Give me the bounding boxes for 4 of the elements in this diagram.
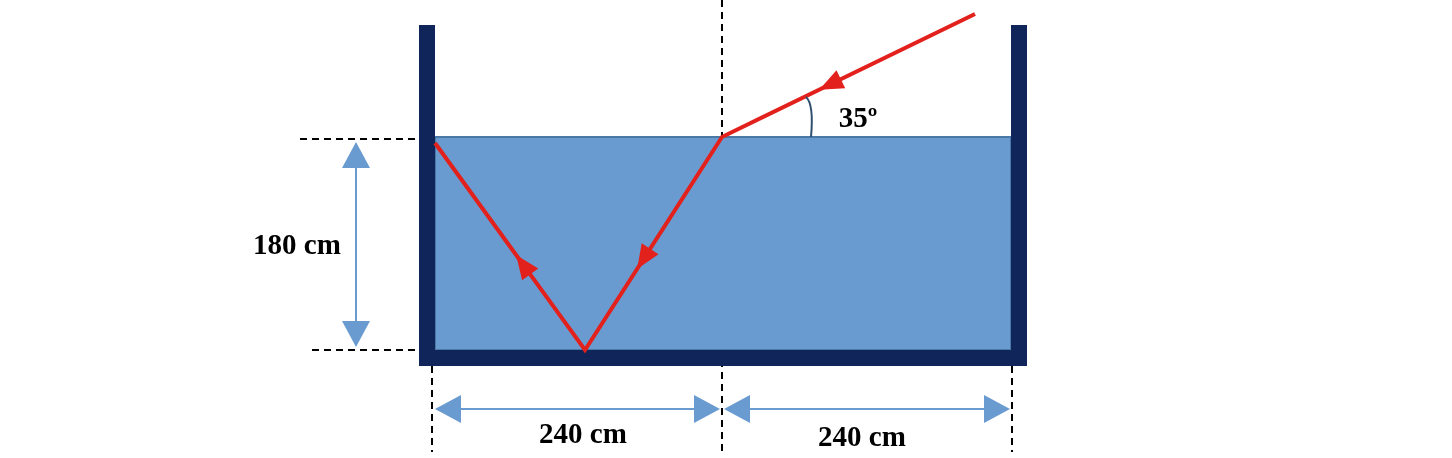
angle-label: 35º xyxy=(838,100,878,134)
dimension-label: 240 cm xyxy=(818,419,906,453)
dimension-label: 180 cm xyxy=(253,227,341,261)
dimension-label: 240 cm xyxy=(539,416,627,450)
